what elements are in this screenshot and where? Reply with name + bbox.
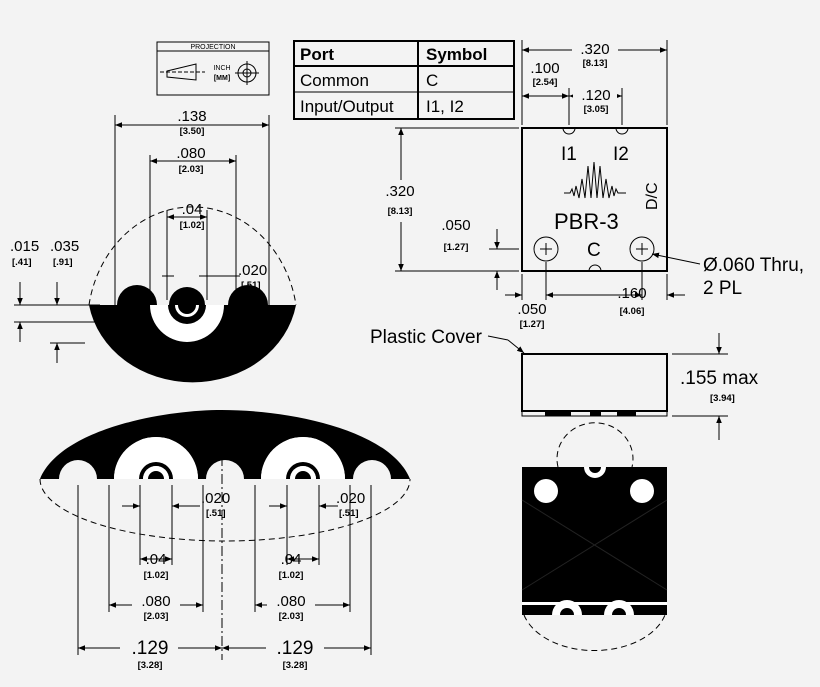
port-table: Port Symbol Common C Input/Output I1, I2 — [293, 40, 515, 120]
date-code-label: D/C — [644, 182, 661, 210]
dim-04a-mm: [1.02] — [144, 570, 169, 581]
dim-height-mm: [8.13] — [388, 206, 413, 217]
dim-020-inch: .020 — [238, 262, 267, 279]
dim-050v-mm: [1.27] — [444, 242, 469, 253]
table-cell: I1, I2 — [426, 97, 464, 116]
dim-080b-mm: [2.03] — [279, 611, 304, 622]
dim-width-inch: .320 — [580, 41, 609, 58]
dim-height-inch: .320 — [385, 183, 414, 200]
port-i1-label: I1 — [561, 144, 577, 165]
dim-080a-inch: .080 — [141, 593, 170, 610]
dim-080-mm: [2.03] — [179, 164, 204, 175]
dim-129b-inch: .129 — [277, 638, 314, 659]
dim-020-mm: [.51] — [241, 280, 261, 291]
detail-ellipse: .020 [.51] .020 [.51] .04 [1.02] .04 [1.… — [39, 410, 411, 671]
dim-080-inch: .080 — [176, 145, 205, 162]
dim-129a-mm: [3.28] — [138, 660, 163, 671]
dim-04a-inch: .04 — [146, 551, 167, 568]
table-cell: C — [426, 71, 438, 90]
port-i2-label: I2 — [613, 144, 629, 165]
package-outline — [521, 127, 668, 272]
dim-138-inch: .138 — [177, 108, 206, 125]
dim-015-inch: .015 — [10, 238, 39, 255]
projection-symbol: PROJECTION INCH [MM] — [156, 41, 270, 96]
dim-035-inch: .035 — [50, 238, 79, 255]
plastic-cover-body — [521, 353, 668, 412]
plastic-cover-label: Plastic Cover — [370, 327, 483, 348]
projection-inch: INCH — [213, 65, 230, 72]
dim-04-inch: .04 — [182, 201, 203, 218]
dim-020a-mm: [.51] — [206, 508, 226, 519]
dim-129a-inch: .129 — [132, 638, 169, 659]
table-header-symbol: Symbol — [426, 45, 487, 64]
dim-020b-inch: .020 — [336, 490, 365, 507]
dim-width-mm: [8.13] — [583, 58, 608, 69]
hole-note-line1: Ø.060 Thru, — [703, 255, 804, 276]
dim-050h-mm: [1.27] — [520, 319, 545, 330]
waveform-logo-icon — [564, 161, 626, 199]
table-cell: Common — [300, 71, 369, 90]
dim-050v-inch: .050 — [441, 217, 470, 234]
dim-04b-mm: [1.02] — [279, 570, 304, 581]
mounting-hole-right — [629, 236, 655, 262]
detail-ellipse-solid — [40, 410, 410, 479]
top-view: I1 I2 C D/C PBR-3 .320 [8.13] .100 [2.54… — [378, 38, 804, 330]
dim-035-mm: [.91] — [53, 257, 73, 268]
dim-160-inch: .160 — [617, 285, 646, 302]
side-view: Plastic Cover .155 max [3.94] — [370, 327, 759, 440]
dim-04b-inch: .04 — [281, 551, 302, 568]
table-cell: Input/Output — [300, 97, 394, 116]
dim-138-mm: [3.50] — [180, 126, 205, 137]
dim-04-mm: [1.02] — [180, 220, 205, 231]
dim-050h-inch: .050 — [517, 301, 546, 318]
hole-note-line2: 2 PL — [703, 278, 742, 299]
dim-120-inch: .120 — [581, 87, 610, 104]
dim-160-mm: [4.06] — [620, 306, 645, 317]
dim-120-mm: [3.05] — [584, 104, 609, 115]
projection-label: PROJECTION — [190, 44, 235, 51]
projection-mm: [MM] — [214, 75, 230, 82]
port-c-label: C — [587, 240, 601, 261]
dim-080b-inch: .080 — [276, 593, 305, 610]
dim-129b-mm: [3.28] — [283, 660, 308, 671]
dim-080a-mm: [2.03] — [144, 611, 169, 622]
mounting-hole-left — [533, 236, 559, 262]
dim-015-mm: [.41] — [12, 257, 32, 268]
dim-020b-mm: [.51] — [339, 508, 359, 519]
dim-020a-inch: .020 — [201, 490, 230, 507]
part-name: PBR-3 — [554, 209, 619, 234]
dim-cover-height-inch: .155 max — [680, 368, 759, 389]
table-header-port: Port — [300, 45, 334, 64]
detail-circle: .138 [3.50] .080 [2.03] .04 [1.02] .020 … — [10, 108, 297, 383]
bottom-view — [521, 422, 668, 651]
dim-100-inch: .100 — [530, 60, 559, 77]
dim-cover-height-mm: [3.94] — [710, 393, 735, 404]
dim-100-mm: [2.54] — [533, 77, 558, 88]
